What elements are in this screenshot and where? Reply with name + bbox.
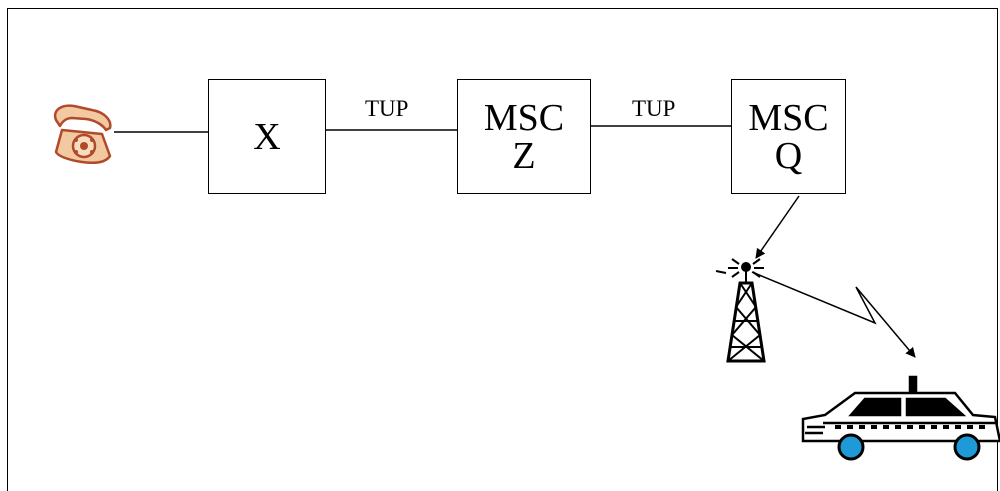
- telephone-icon: [53, 104, 112, 164]
- node-msc-z-line1: MSC: [483, 96, 565, 139]
- diagram-frame: [7, 8, 998, 491]
- node-msc-z-line2: Z: [512, 134, 536, 177]
- node-x: X: [208, 79, 326, 194]
- node-msc-z: MSC Z: [457, 79, 591, 194]
- node-msc-q: MSC Q: [731, 79, 846, 194]
- node-msc-q-line1: MSC: [748, 96, 829, 139]
- node-msc-q-line2: Q: [774, 134, 803, 177]
- node-x-label: X: [253, 115, 281, 158]
- taxi-car-icon: [801, 375, 1000, 461]
- edge-label-z-to-q: TUP: [632, 96, 676, 121]
- link-msc-q-to-tower: [755, 195, 800, 259]
- edge-label-x-to-z: TUP: [365, 96, 409, 121]
- radio-tower-icon: [715, 258, 766, 363]
- wireless-link: [751, 271, 916, 358]
